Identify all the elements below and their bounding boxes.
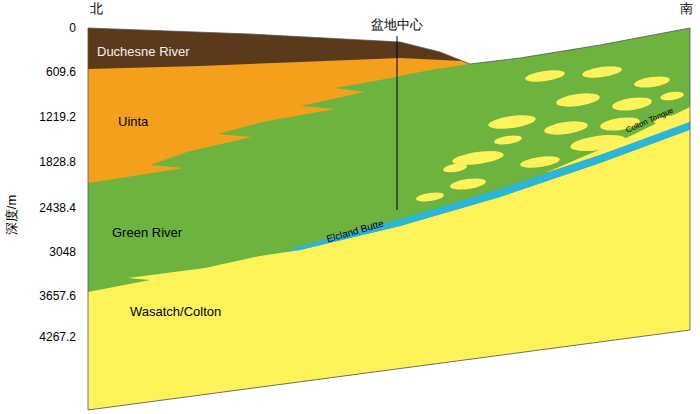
colton-tongue <box>545 102 700 173</box>
sand-lens <box>416 191 445 203</box>
uinta-formation <box>88 52 470 183</box>
depth-tick: 3657.6 <box>39 290 76 303</box>
sand-lens <box>524 68 565 83</box>
depth-tick: 1828.8 <box>39 156 76 169</box>
formation-name: Wasatch/Colton <box>130 305 221 319</box>
sand-lens <box>611 95 652 112</box>
depth-tick: 2438.4 <box>39 202 76 215</box>
wasatch-formation <box>88 126 700 414</box>
sand-lens <box>449 177 486 192</box>
depth-tick: 609.6 <box>46 66 76 79</box>
sand-lens <box>633 75 670 90</box>
formation-name: Uinta <box>118 115 148 129</box>
sand-lens <box>543 119 588 137</box>
depth-tick: 3048 <box>49 246 76 259</box>
sand-lens <box>581 64 622 79</box>
direction-label: 南 <box>680 2 693 16</box>
sand-lens <box>494 134 523 146</box>
sand-lens <box>487 113 536 132</box>
formation-name: Elcland Butte <box>325 218 385 245</box>
duchesne-formation <box>88 28 462 69</box>
axis-title: 深度/m <box>5 195 19 235</box>
formation-name: Green River <box>112 226 182 240</box>
section-outline <box>88 28 690 410</box>
sand-lens <box>443 162 468 173</box>
sand-lens <box>519 154 560 169</box>
butte-band <box>285 118 700 252</box>
basin-center-label: 盆地中心 <box>371 18 423 32</box>
formation-name: Duchesne River <box>97 45 190 59</box>
basin-center-line <box>397 36 398 210</box>
depth-tick: 0 <box>69 22 76 35</box>
sand-lens <box>555 91 600 109</box>
formation-name: Colton Tongue <box>625 107 676 136</box>
depth-tick: 4267.2 <box>39 331 76 344</box>
direction-label: 北 <box>90 2 103 16</box>
depth-tick: 1219.2 <box>39 111 76 124</box>
sand-lens <box>660 90 685 101</box>
